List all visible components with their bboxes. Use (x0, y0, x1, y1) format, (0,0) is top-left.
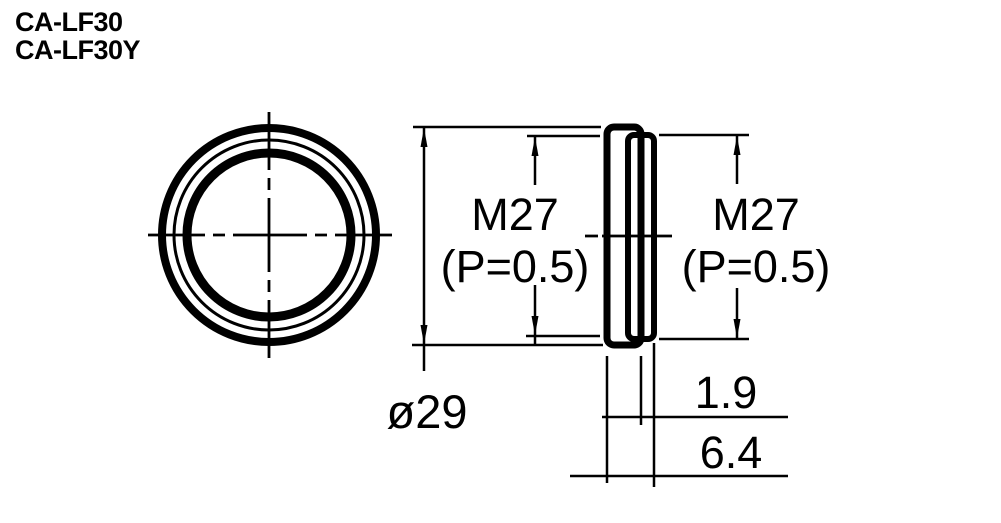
thread-front-arrow-down-icon (531, 316, 539, 335)
dia29-label: ø29 (387, 385, 468, 438)
title-block: CA-LF30 CA-LF30Y (15, 7, 141, 65)
thread-front-arrow-up-icon (531, 137, 539, 156)
dimension-thread-front: M27 (P=0.5) (441, 134, 600, 344)
thread-front-pitch-label: (P=0.5) (441, 241, 590, 292)
model-number-line1: CA-LF30 (15, 7, 123, 37)
thread-front-size-label: M27 (471, 189, 559, 240)
dia29-arrow-up-icon (420, 128, 428, 147)
side-view (585, 123, 672, 349)
dia29-arrow-down-icon (420, 325, 428, 344)
thread-rear-size-label: M27 (712, 189, 800, 240)
thread-rear-arrow-up-icon (733, 136, 741, 155)
thread-rear-arrow-down-icon (733, 319, 741, 338)
total-thickness-label: 6.4 (700, 427, 763, 478)
flange-thickness-label: 1.9 (695, 367, 758, 418)
dimension-thread-rear: M27 (P=0.5) (659, 133, 831, 341)
model-number-line2: CA-LF30Y (15, 35, 141, 65)
dimension-thickness-group: 1.9 6.4 (570, 343, 788, 487)
thread-rear-pitch-label: (P=0.5) (682, 241, 831, 292)
front-view (148, 112, 392, 358)
dimension-outer-diameter: ø29 (387, 125, 603, 438)
